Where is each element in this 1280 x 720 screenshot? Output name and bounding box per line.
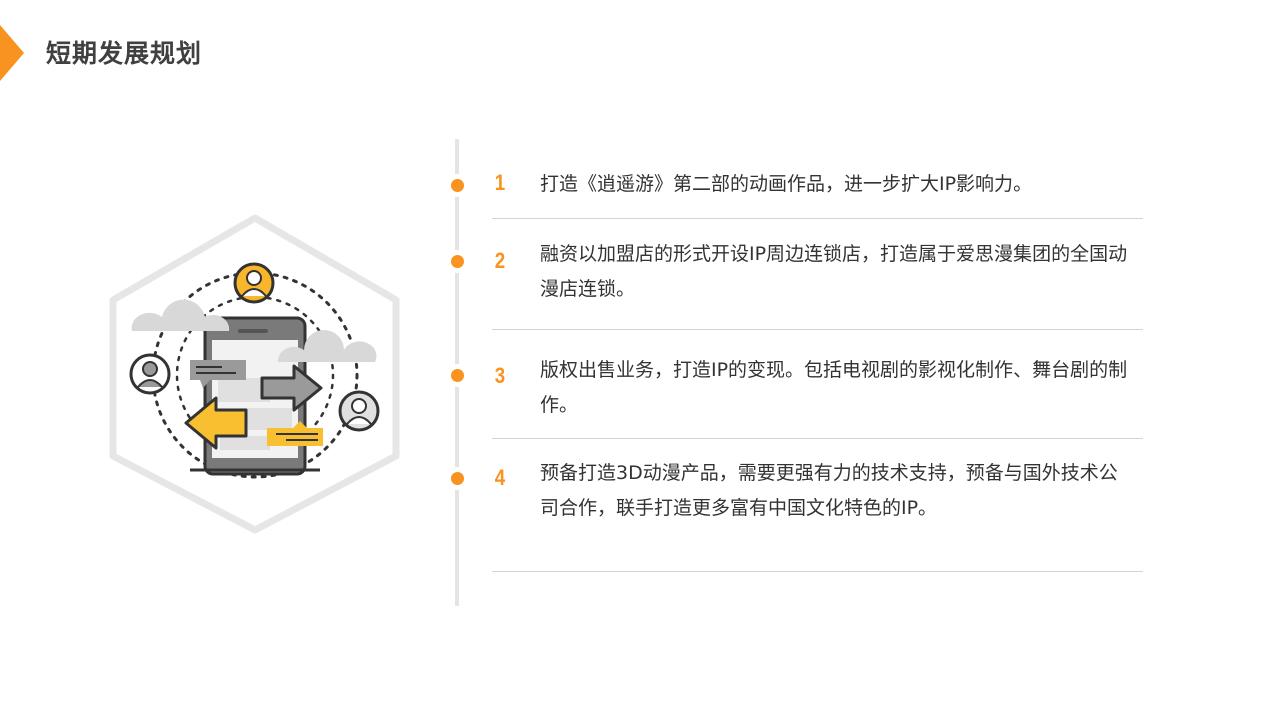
page-title: 短期发展规划 xyxy=(46,39,203,68)
cloud-icon xyxy=(277,330,377,362)
cloud-icon xyxy=(131,299,230,331)
item-text: 融资以加盟店的形式开设IP周边连锁店，打造属于爱思漫集团的全国动漫店连锁。 xyxy=(540,243,1128,300)
communication-illustration xyxy=(109,214,400,534)
item-divider xyxy=(492,438,1143,439)
chat-bubble-icon xyxy=(190,360,246,388)
timeline-dot xyxy=(451,472,464,485)
item-text: 版权出售业务，打造IP的变现。包括电视剧的影视化制作、舞台剧的制作。 xyxy=(540,359,1128,416)
item-number: 2 xyxy=(494,248,506,273)
chat-bubble-icon xyxy=(267,421,323,446)
user-avatar-icon xyxy=(233,262,275,304)
arrow-right-icon xyxy=(260,364,323,412)
item-number: 3 xyxy=(494,363,506,388)
item-text: 打造《逍遥游》第二部的动画作品，进一步扩大IP影响力。 xyxy=(540,173,1033,195)
item-number: 4 xyxy=(494,465,506,490)
item-divider xyxy=(492,329,1143,330)
arrow-left-icon xyxy=(184,396,248,450)
item-text: 预备打造3D动漫产品，需要更强有力的技术支持，预备与国外技术公司合作，联手打造更… xyxy=(540,462,1118,519)
item-divider xyxy=(492,571,1143,572)
item-divider xyxy=(492,218,1143,219)
user-avatar-icon xyxy=(129,353,171,395)
hexagon-frame-icon xyxy=(109,214,400,534)
timeline-dot xyxy=(451,179,464,192)
user-avatar-icon xyxy=(338,390,380,432)
timeline-dot xyxy=(451,255,464,268)
item-number: 1 xyxy=(494,170,506,195)
timeline-dot xyxy=(451,369,464,382)
title-accent-marker xyxy=(0,25,24,81)
